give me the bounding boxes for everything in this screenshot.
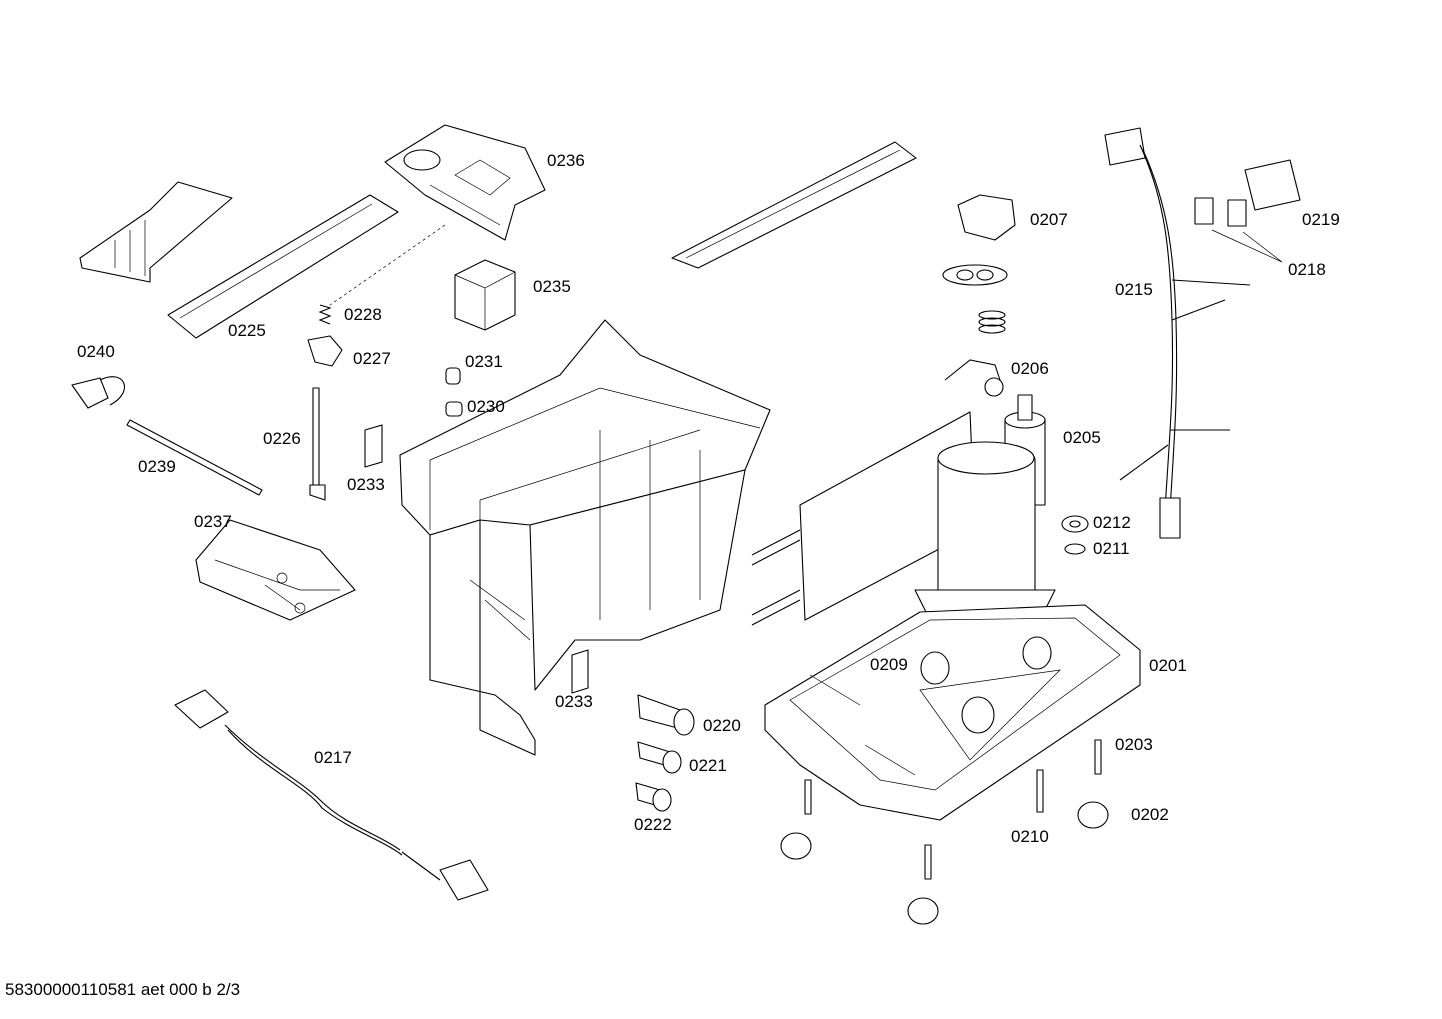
part-0233b-drawing[interactable] xyxy=(572,650,588,693)
part-0206-drawing[interactable] xyxy=(945,360,1003,396)
part-0233a-drawing[interactable] xyxy=(365,425,382,467)
part-0210-drawing[interactable] xyxy=(1037,770,1043,812)
bracket-unlabeled-drawing xyxy=(80,182,232,282)
part-0218-drawing[interactable] xyxy=(1195,198,1282,262)
label-0227: 0227 xyxy=(353,349,391,368)
label-0209: 0209 xyxy=(870,655,908,674)
label-0233-upper: 0233 xyxy=(347,475,385,494)
label-0219: 0219 xyxy=(1302,210,1340,229)
document-footer-code: 58300000110581 aet 000 b 2/3 xyxy=(5,980,241,999)
label-0217: 0217 xyxy=(314,748,352,767)
part-0209-drawing[interactable] xyxy=(921,637,1051,733)
part-0212-drawing[interactable] xyxy=(1062,516,1088,532)
part-0222-drawing[interactable] xyxy=(636,783,671,811)
part-0215-drawing[interactable] xyxy=(1105,128,1250,538)
part-0235-drawing[interactable] xyxy=(455,260,515,330)
label-0211: 0211 xyxy=(1093,539,1130,558)
label-0218: 0218 xyxy=(1288,260,1326,279)
label-0202: 0202 xyxy=(1131,805,1169,824)
part-0231-drawing[interactable] xyxy=(446,368,460,384)
label-0215: 0215 xyxy=(1115,280,1153,299)
part-0203-drawing[interactable] xyxy=(805,740,1101,879)
part-0217-drawing[interactable] xyxy=(175,690,488,900)
label-0231: 0231 xyxy=(465,352,503,371)
part-0230-drawing[interactable] xyxy=(446,402,462,416)
part-0201-drawing[interactable] xyxy=(765,605,1140,820)
label-0206: 0206 xyxy=(1011,359,1049,378)
label-0203: 0203 xyxy=(1115,735,1153,754)
part-0240-drawing[interactable] xyxy=(72,377,124,408)
leader-0236-0225 xyxy=(330,225,445,305)
label-0235: 0235 xyxy=(533,277,571,296)
label-0220: 0220 xyxy=(703,716,741,735)
label-0239: 0239 xyxy=(138,457,176,476)
part-0219-drawing[interactable] xyxy=(1245,160,1300,210)
label-0237: 0237 xyxy=(194,512,232,531)
part-0225-drawing[interactable] xyxy=(168,195,398,338)
label-0212: 0212 xyxy=(1093,513,1131,532)
label-0205: 0205 xyxy=(1063,428,1101,447)
label-0240: 0240 xyxy=(77,342,115,361)
part-0202-drawing[interactable] xyxy=(781,802,1108,924)
main-housing-drawing xyxy=(400,320,770,755)
label-0207: 0207 xyxy=(1030,210,1068,229)
label-0236: 0236 xyxy=(547,151,585,170)
label-0233-lower: 0233 xyxy=(555,692,593,711)
label-0210: 0210 xyxy=(1011,827,1049,846)
part-0227-drawing[interactable] xyxy=(308,336,342,366)
part-0226-drawing[interactable] xyxy=(310,388,325,500)
label-0230: 0230 xyxy=(467,397,505,416)
label-0226: 0226 xyxy=(263,429,301,448)
part-0221-drawing[interactable] xyxy=(638,742,681,773)
label-0221: 0221 xyxy=(689,756,727,775)
part-0239-drawing[interactable] xyxy=(127,420,262,495)
part-0220-drawing[interactable] xyxy=(638,695,694,735)
part-0207-drawing[interactable] xyxy=(943,195,1015,333)
part-0228-drawing[interactable] xyxy=(320,305,330,324)
label-0225: 0225 xyxy=(228,321,266,340)
part-0236-drawing[interactable] xyxy=(385,125,545,240)
rail-top-center-drawing xyxy=(672,142,916,268)
part-0237-drawing[interactable] xyxy=(196,520,355,620)
part-0211-drawing[interactable] xyxy=(1065,544,1085,554)
label-0201: 0201 xyxy=(1149,656,1187,675)
label-0228: 0228 xyxy=(344,305,382,324)
label-0222: 0222 xyxy=(634,815,672,834)
